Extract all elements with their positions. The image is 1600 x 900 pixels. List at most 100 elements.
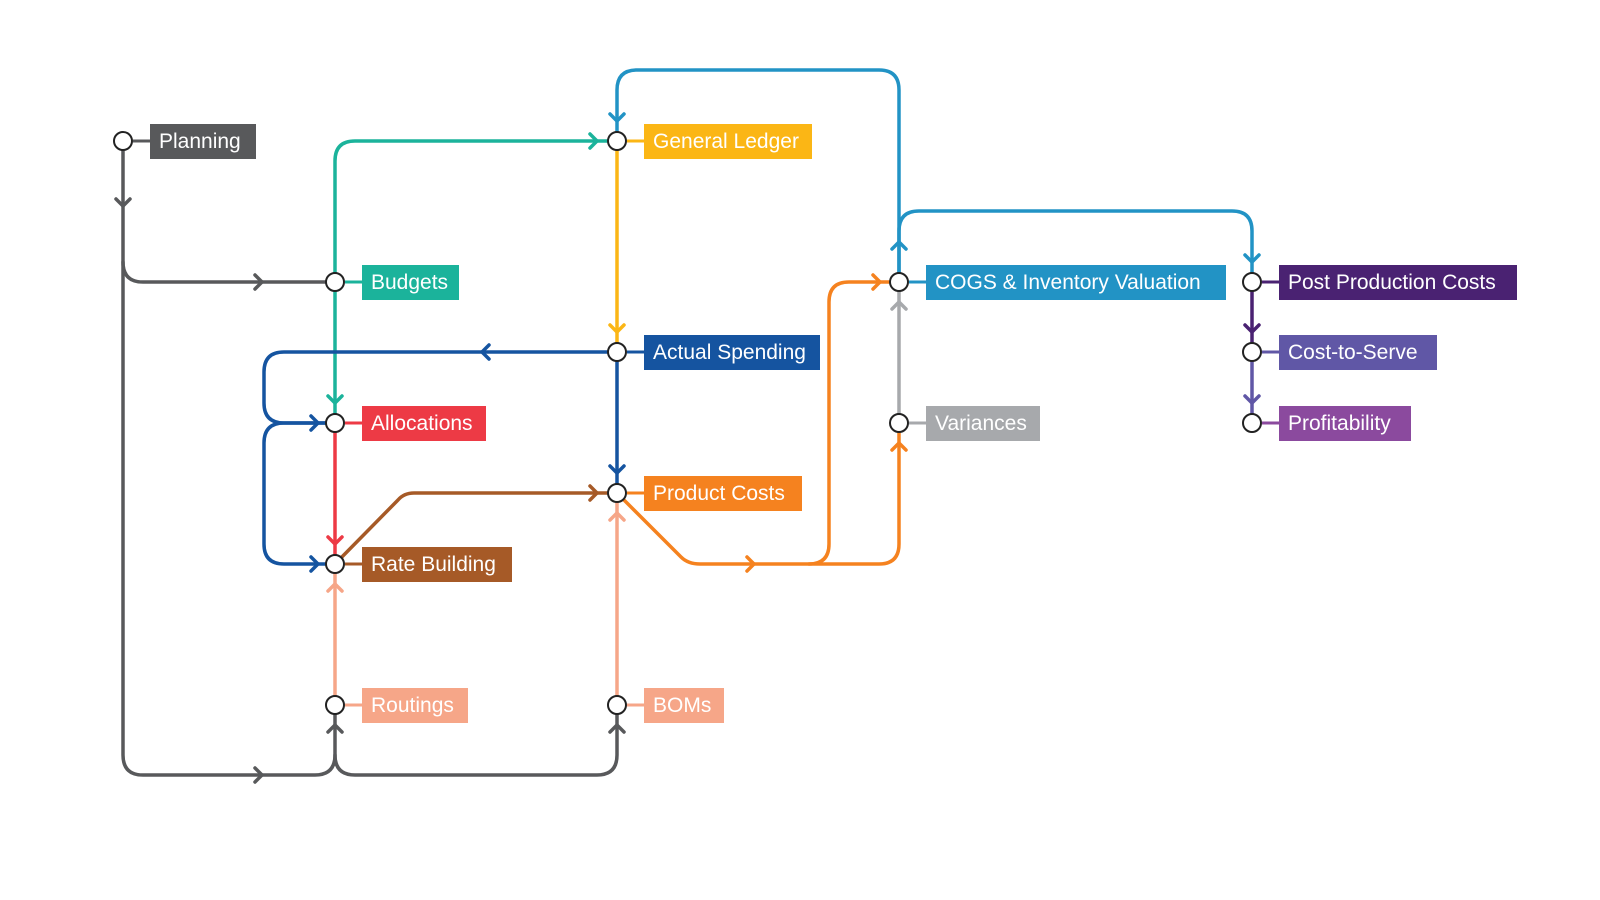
flow-line <box>897 209 1254 284</box>
flow-line <box>121 139 337 284</box>
flow-post-production-cost-to-serve <box>1243 280 1261 354</box>
node-circle <box>607 131 627 151</box>
flow-product-costs-variances <box>807 421 908 566</box>
node-circle <box>325 554 345 574</box>
label-box <box>644 476 802 511</box>
node-allocations[interactable]: Allocations <box>325 406 486 441</box>
label-box <box>644 688 724 723</box>
label-box <box>1279 265 1517 300</box>
label-box <box>150 124 256 159</box>
node-label: Variances <box>935 412 1027 435</box>
label-box <box>644 124 812 159</box>
node-general-ledger[interactable]: General Ledger <box>607 124 812 159</box>
flow-actual-spending-product-costs <box>608 350 626 495</box>
node-actual-spending[interactable]: Actual Spending <box>607 335 820 370</box>
label-box <box>362 406 486 441</box>
flow-boms-product-costs <box>608 491 626 707</box>
node-routings[interactable]: Routings <box>325 688 468 723</box>
flow-line <box>262 350 619 425</box>
node-budgets[interactable]: Budgets <box>325 265 459 300</box>
arrowhead-icon <box>588 132 599 150</box>
flow-cost-to-serve-profitability <box>1243 350 1261 425</box>
flow-general-ledger-actual-spending <box>608 139 626 354</box>
arrowhead-icon <box>890 240 908 251</box>
node-post-production-costs[interactable]: Post Production Costs <box>1242 265 1517 300</box>
node-circle <box>325 413 345 433</box>
node-circle <box>1242 413 1262 433</box>
node-label: Post Production Costs <box>1288 271 1496 294</box>
flow-cogs-general-ledger <box>608 68 901 284</box>
arrowhead-icon <box>326 723 344 734</box>
node-circle <box>889 272 909 292</box>
node-label: Budgets <box>371 271 448 294</box>
arrowhead-icon <box>1243 394 1261 405</box>
flow-routings-rate-building <box>326 562 344 707</box>
node-label: Cost-to-Serve <box>1288 341 1418 364</box>
node-label: Planning <box>159 130 241 153</box>
flow-lines <box>114 68 1261 784</box>
arrowhead-icon <box>871 273 882 291</box>
node-product-costs[interactable]: Product Costs <box>607 476 802 511</box>
label-box <box>926 406 1040 441</box>
node-label: BOMs <box>653 694 711 717</box>
arrowhead-icon <box>588 484 599 502</box>
arrowhead-icon <box>114 197 132 208</box>
label-box <box>362 265 459 300</box>
node-variances[interactable]: Variances <box>889 406 1040 441</box>
flow-line <box>121 260 337 777</box>
arrowhead-icon <box>608 511 626 522</box>
label-box <box>362 547 512 582</box>
node-profitability[interactable]: Profitability <box>1242 406 1411 441</box>
flow-line <box>333 139 619 284</box>
arrowhead-icon <box>745 555 756 573</box>
node-rate-building[interactable]: Rate Building <box>325 547 512 582</box>
arrowhead-icon <box>326 582 344 593</box>
flow-planning-budgets <box>114 139 337 291</box>
node-circle <box>1242 272 1262 292</box>
node-circle <box>607 342 627 362</box>
node-circle <box>607 483 627 503</box>
flow-line <box>333 491 619 566</box>
node-planning[interactable]: Planning <box>113 124 256 159</box>
node-cogs[interactable]: COGS & Inventory Valuation <box>889 265 1226 300</box>
arrowhead-icon <box>326 535 344 546</box>
flow-line <box>262 421 337 566</box>
label-box <box>644 335 820 370</box>
arrowhead-icon <box>309 555 320 573</box>
arrowhead-icon <box>608 723 626 734</box>
arrowhead-icon <box>326 394 344 405</box>
node-circle <box>607 695 627 715</box>
label-box <box>362 688 468 723</box>
arrowhead-icon <box>608 323 626 334</box>
flow-product-costs-cogs <box>615 273 901 573</box>
flow-line <box>615 68 901 284</box>
arrowhead-icon <box>1243 323 1261 334</box>
node-circle <box>325 695 345 715</box>
arrowhead-icon <box>608 464 626 475</box>
arrowhead-icon <box>608 112 626 123</box>
flow-actual-spending-rate-building <box>262 421 337 573</box>
label-box <box>926 265 1226 300</box>
arrowhead-icon <box>253 273 264 291</box>
node-label: Allocations <box>371 412 473 435</box>
flow-line <box>333 703 619 777</box>
flow-variances-cogs <box>890 280 908 425</box>
flow-line <box>615 280 901 566</box>
node-label: COGS & Inventory Valuation <box>935 271 1201 294</box>
flow-rate-building-product-costs <box>333 484 619 566</box>
node-cost-to-serve[interactable]: Cost-to-Serve <box>1242 335 1437 370</box>
flow-planning-routings <box>121 260 344 784</box>
arrowhead-icon <box>253 766 264 784</box>
node-circle <box>113 131 133 151</box>
node-label: Routings <box>371 694 454 717</box>
node-label: General Ledger <box>653 130 799 153</box>
label-box <box>1279 335 1437 370</box>
arrowhead-icon <box>890 441 908 452</box>
node-label: Profitability <box>1288 412 1391 435</box>
node-circle <box>1242 342 1262 362</box>
flow-cogs-post-production-costs <box>890 209 1261 284</box>
arrowhead-icon <box>480 343 491 361</box>
node-boms[interactable]: BOMs <box>607 688 724 723</box>
